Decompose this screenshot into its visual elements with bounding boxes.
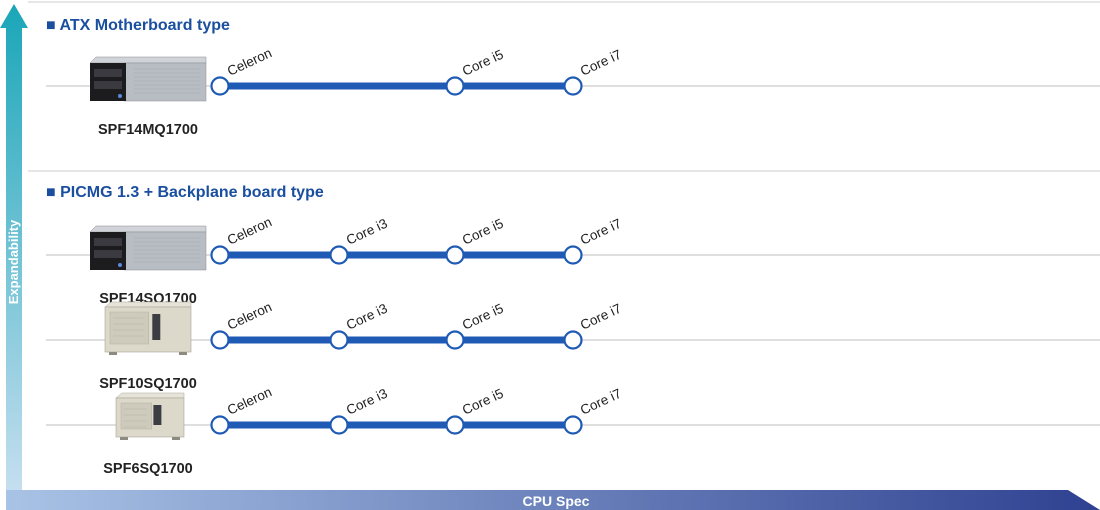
section-picmg: ■ PICMG 1.3 + Backplane board type [46,184,324,201]
chassis-foot-icon [120,437,128,440]
power-button-icon [118,263,122,267]
cpu-node [445,415,465,435]
chassis-top-icon [104,301,192,308]
chassis-drive-bay-icon [94,250,122,258]
chassis-drive-bay-icon [153,405,162,425]
chassis-foot-icon [109,352,117,355]
product-model-name: SPF14MQ1700 [98,122,198,138]
cpu-node [210,245,230,265]
section-title: ■ ATX Motherboard type [46,17,230,34]
cpu-node [445,330,465,350]
cpu-label: Core i7 [578,386,624,418]
chassis-drive-bay-icon [152,314,161,340]
cpu-label: Core i3 [344,216,390,248]
chassis-drive-bay-icon [94,81,122,89]
x-axis: CPU Spec [6,490,1100,510]
x-axis-arrow [6,490,1100,510]
chassis-top-icon [115,392,185,399]
y-axis-arrow [0,4,28,504]
cpu-label: Celeron [225,384,274,418]
cpu-label: Core i5 [460,216,506,248]
cpu-node [329,330,349,350]
cpu-node [445,76,465,96]
chassis-drive-bay-icon [94,238,122,246]
product-row: SPF10SQ1700 Celeron Core i3 Core i5 Core i7 [46,299,1100,392]
cpu-label: Celeron [225,45,274,79]
cpu-label: Celeron [225,214,274,248]
cpu-node [329,245,349,265]
cpu-node [563,330,583,350]
cpu-label: Core i5 [460,47,506,79]
cpu-label: Core i5 [460,301,506,333]
section-title: ■ PICMG 1.3 + Backplane board type [46,184,324,201]
cpu-node [210,415,230,435]
section-title-background [30,8,530,38]
cpu-label: Celeron [225,299,274,333]
section-atx: ■ ATX Motherboard type [28,1,1100,172]
cpu-node [563,76,583,96]
cpu-label: Core i5 [460,386,506,418]
cpu-label: Core i7 [578,216,624,248]
cpu-node [563,415,583,435]
cpu-node [210,330,230,350]
cpu-node [210,76,230,96]
product-model-name: SPF6SQ1700 [103,461,192,477]
x-axis-label: CPU Spec [523,493,590,509]
y-axis-label: Expandability [6,219,21,304]
cpu-label: Core i7 [578,47,624,79]
cpu-label: Core i3 [344,301,390,333]
power-button-icon [118,94,122,98]
product-row: SPF14MQ1700 Celeron Core i5 Core i7 [46,45,1100,138]
cpu-label: Core i3 [344,386,390,418]
chassis-front-panel-icon [120,402,152,430]
chassis-top-icon [89,225,207,233]
chassis-foot-icon [179,352,187,355]
y-axis: Expandability [0,4,28,504]
chassis-foot-icon [172,437,180,440]
chassis-top-icon [89,56,207,64]
cpu-label: Core i7 [578,301,624,333]
product-row: SPF6SQ1700 Celeron Core i3 Core i5 Core i7 [46,384,1100,477]
chassis-drive-bay-icon [94,69,122,77]
chassis-side-icon [123,62,207,102]
product-model-name: SPF10SQ1700 [99,376,197,392]
chassis-front-panel-icon [109,311,149,345]
cpu-node [563,245,583,265]
cpu-node [329,415,349,435]
cpu-node [445,245,465,265]
